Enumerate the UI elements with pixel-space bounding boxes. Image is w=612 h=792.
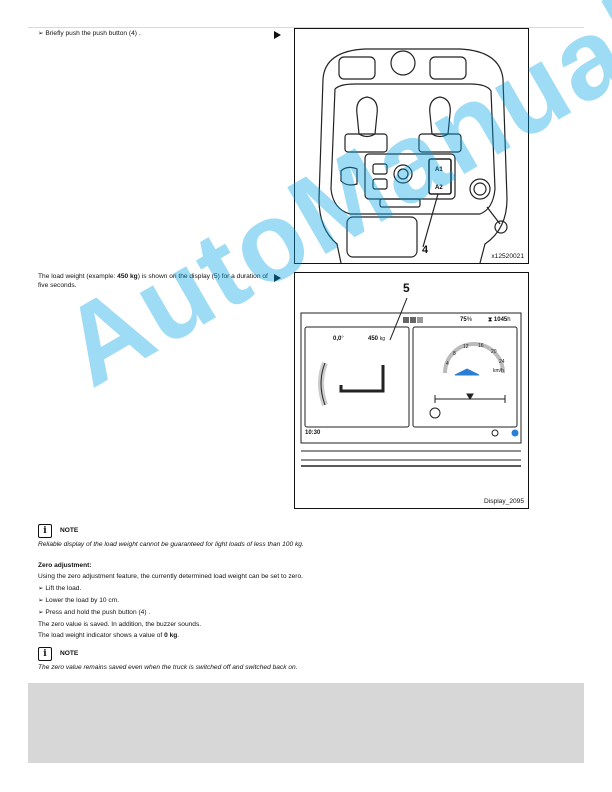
battery-unit: % [466, 317, 473, 323]
note-1-text: Reliable display of the load weight cann… [38, 541, 304, 548]
page-footer-band [28, 683, 584, 763]
step2-text-after: ) is shown on the display (5) for a dura… [38, 273, 268, 289]
note-label: NOTE [60, 527, 79, 535]
armrest-illustration: A1 A2 [318, 48, 508, 263]
step2-bold-value: 450 kg [117, 273, 138, 280]
gauge-tick-label: 16 [478, 343, 484, 349]
note-1: i NOTE [38, 522, 78, 540]
hours-unit: h [507, 317, 511, 323]
zero-line-6: The load weight indicator shows a value … [38, 632, 180, 639]
step-push-button: ➢ Briefly push the push button (4) . [38, 30, 141, 37]
switch-label-a2: A2 [435, 185, 443, 191]
weight-readout: 450 kg [368, 336, 385, 342]
figure-caption-2: Display_2095 [484, 498, 524, 505]
angle-readout: 0,0° [333, 336, 344, 342]
clock-readout: 10:30 [305, 430, 321, 436]
gauge-tick-label: 8 [453, 351, 456, 357]
battery-readout: 75% [460, 317, 473, 323]
speed-unit: km/h [493, 368, 504, 374]
gauge-tick-label: 12 [463, 344, 469, 350]
figure-armrest-controls: A1 A2 4 x12520021 [294, 28, 529, 264]
callout-number-5: 5 [403, 281, 410, 295]
zero-adjustment-heading: Zero adjustment: [38, 562, 92, 569]
gauge-tick-label: 20 [491, 349, 497, 355]
callout-number-4: 4 [422, 244, 429, 256]
note-2: i NOTE [38, 645, 78, 663]
hours-readout: ⧗ 1045h [488, 317, 511, 323]
gauge-tick-label: 4 [446, 361, 449, 367]
display-illustration: 4 8 12 16 20 24 [300, 297, 522, 467]
note-label: NOTE [60, 650, 79, 658]
figure-pointer-arrow [274, 31, 281, 39]
figure-caption-1: x12520021 [491, 253, 524, 260]
zero-line-1: Using the zero adjustment feature, the c… [38, 573, 303, 580]
zero-line-3: ➢ Lower the load by 10 cm. [38, 597, 120, 604]
angle-unit: ° [341, 336, 344, 342]
step-load-weight-shown: The load weight (example: 450 kg) is sho… [38, 273, 270, 290]
zero-line-2: ➢ Lift the load. [38, 585, 82, 592]
info-icon: i [38, 646, 52, 661]
zero-line-5: The zero value is saved. In addition, th… [38, 621, 202, 628]
step2-text-before: The load weight (example: [38, 273, 118, 280]
gauge-tick-label: 24 [499, 359, 505, 365]
document-page [28, 27, 584, 764]
figure-pointer-arrow [274, 274, 281, 282]
zero-line-4: ➢ Press and hold the push button (4) . [38, 609, 151, 616]
note-2-text: The zero value remains saved even when t… [38, 664, 298, 671]
info-icon: i [38, 523, 52, 538]
weight-unit: kg [379, 336, 385, 342]
switch-label-a1: A1 [435, 167, 443, 173]
figure-display: 5 [294, 272, 529, 509]
